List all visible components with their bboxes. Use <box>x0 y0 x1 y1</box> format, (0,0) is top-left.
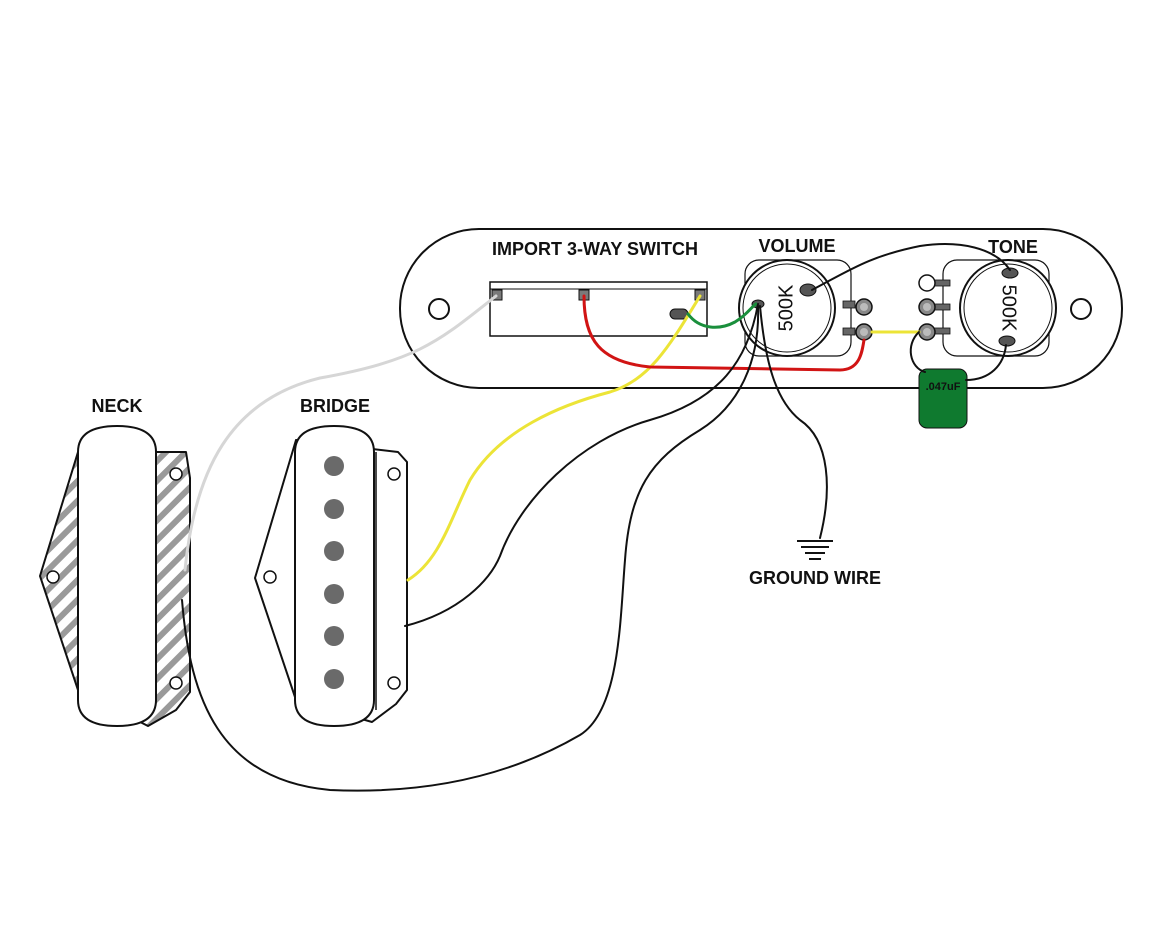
wire-cap-left <box>909 331 926 373</box>
tone-value: 500K <box>998 285 1020 332</box>
bridge-pole-1 <box>324 456 344 476</box>
volume-wiper-blob <box>799 283 817 297</box>
bridge-pickup <box>254 424 408 728</box>
tone-pot: 500K <box>918 259 1057 357</box>
volume-value: 500K <box>775 284 797 331</box>
wire-black-bridge <box>404 303 759 627</box>
ground-symbol <box>797 540 833 560</box>
tone-top-blob <box>1001 267 1019 279</box>
wire-black-neck <box>181 305 760 792</box>
neck-label: NECK <box>91 396 142 416</box>
tone-lug-1 <box>918 274 936 292</box>
wire-red <box>582 294 866 372</box>
tone-label: TONE <box>988 237 1038 257</box>
volume-label: VOLUME <box>758 236 835 256</box>
3-way-switch <box>489 281 708 337</box>
neck-pickup <box>39 424 191 728</box>
wire-green <box>686 302 758 329</box>
bridge-mount-hole-left <box>263 570 277 584</box>
neck-mount-hole-top <box>169 467 183 481</box>
bridge-pole-4 <box>324 584 344 604</box>
bridge-pole-2 <box>324 499 344 519</box>
plate-screw-right <box>1070 298 1092 320</box>
wire-cap-right <box>965 344 1007 381</box>
bridge-pole-6 <box>324 669 344 689</box>
ground-label: GROUND WIRE <box>749 568 881 588</box>
capacitor-value: .047uF <box>926 381 961 393</box>
bridge-mount-hole-bottom <box>387 676 401 690</box>
bridge-pole-3 <box>324 541 344 561</box>
wire-white <box>183 294 498 572</box>
wire-black-tone-link <box>811 243 1011 291</box>
neck-mount-hole-left <box>46 570 60 584</box>
tone-bottom-blob <box>998 335 1016 347</box>
bridge-mount-hole-top <box>387 467 401 481</box>
neck-mount-hole-bottom <box>169 676 183 690</box>
plate-screw-left <box>428 298 450 320</box>
capacitor: .047uF <box>918 368 968 429</box>
switch-label: IMPORT 3-WAY SWITCH <box>492 239 698 259</box>
wires <box>181 243 1011 792</box>
wire-yellow <box>406 294 702 582</box>
bridge-label: BRIDGE <box>300 396 370 416</box>
wire-black-ground <box>759 305 828 539</box>
bridge-pole-5 <box>324 626 344 646</box>
